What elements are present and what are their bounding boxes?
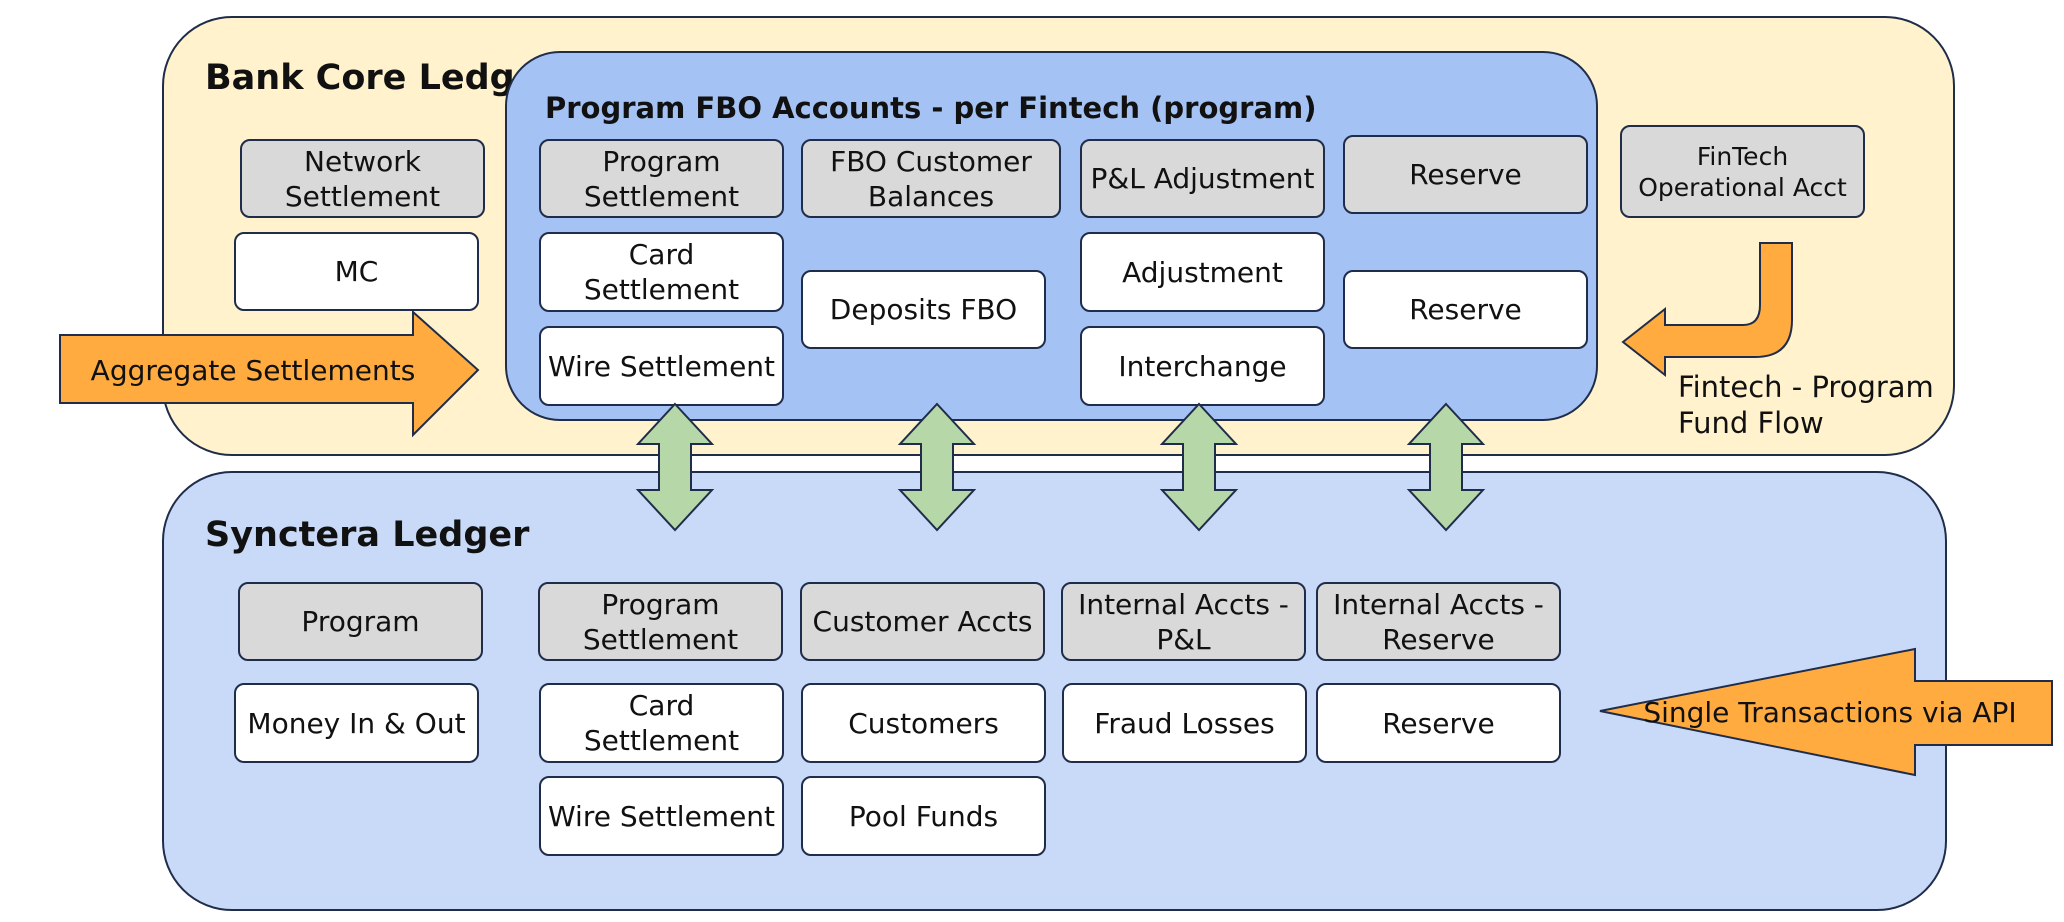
network-settlement-box: Network Settlement [240, 139, 485, 218]
synctera-reserve-box: Reserve [1316, 683, 1561, 763]
fintech-fund-flow-label: Fintech - Program Fund Flow [1678, 370, 1934, 440]
synctera-customer-accts-box: Customer Accts [800, 582, 1045, 661]
synctera-program-box: Program [238, 582, 483, 661]
fbo-accounts-title: Program FBO Accounts - per Fintech (prog… [545, 91, 1317, 125]
single-transactions-arrow: Single Transactions via API [1599, 647, 2053, 777]
synctera-fraud-losses-box: Fraud Losses [1062, 683, 1307, 763]
fbo-deposits-box: Deposits FBO [801, 270, 1046, 349]
mc-account-box: MC [234, 232, 479, 311]
fbo-customer-balances-box: FBO Customer Balances [801, 139, 1061, 218]
fbo-program-settlement-box: Program Settlement [539, 139, 784, 218]
fbo-interchange-box: Interchange [1080, 326, 1325, 406]
aggregate-settlements-label: Aggregate Settlements [91, 354, 416, 387]
money-in-out-box: Money In & Out [234, 683, 479, 763]
fbo-reserve-header-box: Reserve [1343, 135, 1588, 214]
synctera-internal-pl-box: Internal Accts - P&L [1061, 582, 1306, 661]
fbo-pl-adjustment-box: P&L Adjustment [1080, 139, 1325, 218]
synctera-program-settlement-box: Program Settlement [538, 582, 783, 661]
fbo-wire-settlement-box: Wire Settlement [539, 326, 784, 406]
fintech-operational-acct-box: FinTech Operational Acct [1620, 125, 1865, 218]
fintech-fund-flow-arrow [1621, 242, 1793, 378]
synctera-card-settlement-box: Card Settlement [539, 683, 784, 763]
synctera-ledger-title: Synctera Ledger [205, 515, 530, 555]
synctera-wire-settlement-box: Wire Settlement [539, 776, 784, 856]
sync-arrow-pl [1159, 402, 1239, 532]
fbo-reserve-box: Reserve [1343, 270, 1588, 349]
sync-arrow-reserve [1406, 402, 1486, 532]
sync-arrow-program-settlement [635, 402, 715, 532]
sync-arrows [635, 402, 1486, 532]
synctera-customers-box: Customers [801, 683, 1046, 763]
synctera-internal-reserve-box: Internal Accts - Reserve [1316, 582, 1561, 661]
single-transactions-label: Single Transactions via API [1643, 696, 2016, 729]
sync-arrow-customer-balances [897, 402, 977, 532]
fbo-card-settlement-box: Card Settlement [539, 232, 784, 312]
bank-core-ledger-title: Bank Core Ledger [205, 58, 556, 98]
synctera-pool-funds-box: Pool Funds [801, 776, 1046, 856]
fbo-adjustment-box: Adjustment [1080, 232, 1325, 312]
aggregate-settlements-arrow: Aggregate Settlements [59, 309, 480, 438]
